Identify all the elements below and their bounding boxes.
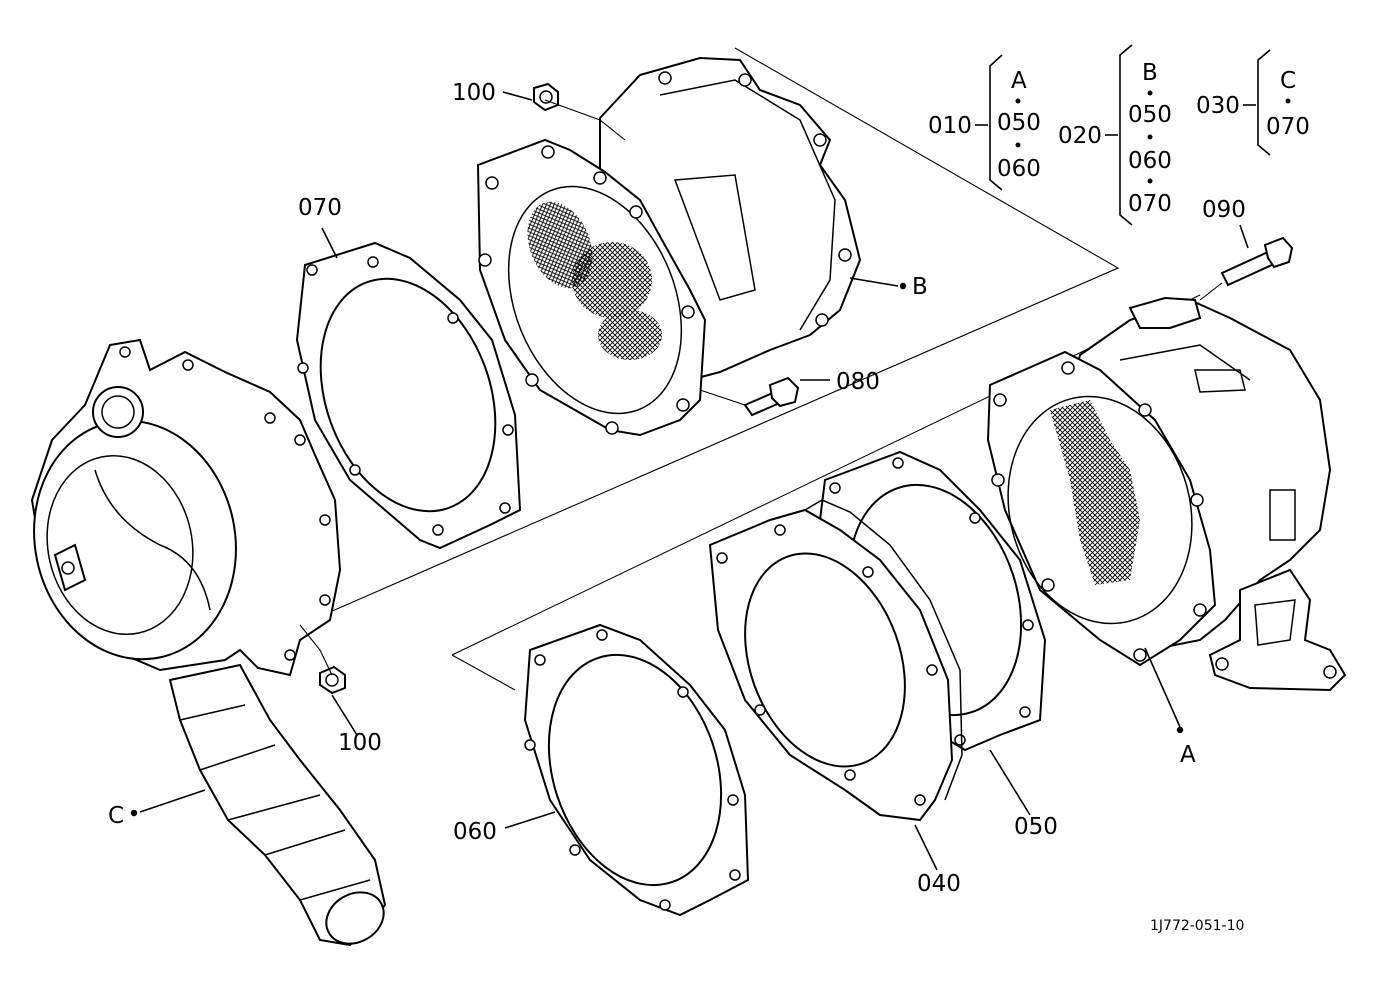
- spacer-040: [708, 499, 963, 822]
- group-010-item-3: 060: [997, 156, 1041, 182]
- group-020-item-3: 060: [1128, 148, 1172, 174]
- drawing-number: 1J772-051-10: [1150, 918, 1244, 934]
- dpf-filter-a: [986, 296, 1347, 692]
- group-010-item-2: 050: [997, 110, 1041, 136]
- group-010-code: 010: [928, 113, 972, 139]
- group-020-item-2: 050: [1128, 102, 1172, 128]
- group-010-item-1: A: [1011, 68, 1027, 94]
- bolt-080: [699, 376, 800, 417]
- group-020-item-4: 070: [1128, 191, 1172, 217]
- label-ref-a: A: [1180, 742, 1196, 768]
- catalyst-c: [30, 338, 387, 947]
- group-030-item-1: C: [1280, 68, 1296, 94]
- assembly-boundary-lines: [329, 47, 1201, 691]
- label-090: 090: [1202, 197, 1246, 223]
- gasket-060: [523, 623, 750, 917]
- label-050: 050: [1014, 814, 1058, 840]
- group-010: 010 A 050 060: [928, 54, 1041, 191]
- group-030-code: 030: [1196, 93, 1240, 119]
- nut-100-bottom: [299, 624, 346, 695]
- group-020: 020 B 050 060 070: [1058, 44, 1172, 226]
- label-040: 040: [917, 871, 961, 897]
- group-030-item-2: 070: [1266, 114, 1310, 140]
- group-020-code: 020: [1058, 123, 1102, 149]
- group-030: 030 C 070: [1196, 49, 1310, 156]
- dpf-filter-b: [476, 56, 862, 437]
- label-ref-b: B: [912, 274, 928, 300]
- leader-lines: [130, 91, 1249, 871]
- label-100-bottom: 100: [338, 730, 382, 756]
- label-080: 080: [836, 369, 880, 395]
- label-100-top: 100: [452, 80, 496, 106]
- bolt-090: [1199, 236, 1294, 301]
- label-070: 070: [298, 195, 342, 221]
- nut-100-top: [533, 82, 626, 141]
- group-020-item-1: B: [1142, 60, 1158, 86]
- gasket-070: [295, 241, 522, 550]
- label-060: 060: [453, 819, 497, 845]
- label-ref-c: C: [108, 803, 124, 829]
